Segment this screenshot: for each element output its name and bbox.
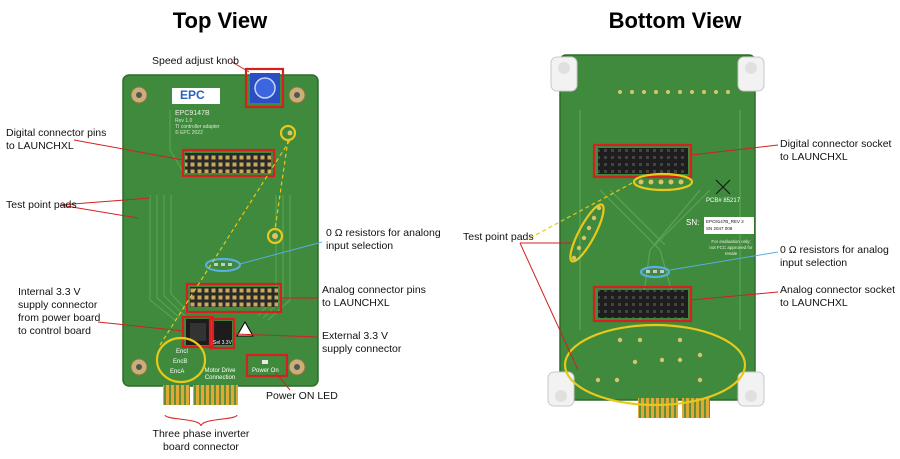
bottom-leaders-red xyxy=(690,144,779,301)
three-phase-label-1: Three phase inverter xyxy=(152,428,250,440)
top-view-title: Top View xyxy=(172,8,268,33)
sticker-line-1: EPC9147B_REV 2 xyxy=(706,219,744,224)
bottom-resistors-ellipse xyxy=(639,265,671,279)
resistors-ellipse xyxy=(204,257,242,273)
analog-pins-label-2: to LAUNCHXL xyxy=(322,297,390,309)
bottom-leaders-red-dashed xyxy=(519,242,579,371)
sticker-line-2: SN 2047 008 xyxy=(706,226,733,231)
test-pads-top-label: Test point pads xyxy=(6,199,77,211)
test-pads-bottom-label: Test point pads xyxy=(463,231,534,243)
bottom-board xyxy=(547,54,765,418)
power-led-box xyxy=(245,353,289,378)
bottom-test-pads-ellipse xyxy=(632,172,694,192)
bottom-diag-pads-ellipse xyxy=(569,203,605,263)
internal-supply-label-4: to control board xyxy=(18,325,91,337)
resistors-bottom-label-2: input selection xyxy=(780,257,848,269)
motor-drive-label: Motor Drive Connection xyxy=(204,368,236,381)
digital-pins-box xyxy=(181,148,276,178)
analog-pins-label-1: Analog connector pins xyxy=(322,284,426,296)
power-led-label: Power ON LED xyxy=(266,390,338,402)
enc-label-i: EncI xyxy=(176,349,189,355)
bottom-area-ellipse xyxy=(563,323,747,407)
bottom-leaders-blue xyxy=(669,251,779,271)
internal-supply-label-1: Internal 3.3 V xyxy=(18,286,81,298)
enc-label-a: EncA xyxy=(170,369,185,375)
pcb-label: PCB# 85217 xyxy=(706,198,741,204)
external-supply-box xyxy=(208,317,236,350)
analog-socket-label-1: Analog connector socket xyxy=(780,284,895,296)
top-leaders-yellow xyxy=(159,139,291,346)
top-logo: EPC xyxy=(180,88,205,102)
top-silk-1: Rev 1.0 xyxy=(175,118,193,124)
resistors-top-label-1: 0 Ω resistors for analong xyxy=(326,227,441,239)
resistors-top-label-2: input selection xyxy=(326,240,394,252)
digital-pins-label-1: Digital connector pins xyxy=(6,127,107,139)
note-line-3: resale xyxy=(724,251,738,256)
analog-socket-label-2: to LAUNCHXL xyxy=(780,297,848,309)
internal-supply-box xyxy=(181,315,215,349)
analog-socket-box xyxy=(592,285,693,323)
top-board xyxy=(122,73,319,405)
top-leaders-red xyxy=(59,61,319,427)
top-part-number: EPC9147B xyxy=(175,110,210,117)
note-line-2: not FCC approved for xyxy=(709,245,753,250)
bottom-leaders-yellow xyxy=(529,181,635,239)
speed-knob-label: Speed adjust knob xyxy=(152,55,239,67)
standoffs xyxy=(547,56,765,407)
internal-supply-label-2: supply connector xyxy=(18,299,98,311)
three-phase-label-2: board connector xyxy=(163,441,239,453)
digital-socket-label-2: to LAUNCHXL xyxy=(780,151,848,163)
digital-pins-label-2: to LAUNCHXL xyxy=(6,140,74,152)
speed-knob-box xyxy=(244,67,285,109)
bottom-view-title: Bottom View xyxy=(608,8,742,33)
resistors-bottom-label-1: 0 Ω resistors for analog xyxy=(780,244,889,256)
sel-label: Sel 3.3V xyxy=(213,340,232,346)
enc-label-b: EncB xyxy=(173,359,188,365)
note-line-1: For evaluation only; xyxy=(711,239,751,244)
internal-supply-label-3: from power board xyxy=(18,312,101,324)
external-supply-label-2: supply connector xyxy=(322,343,402,355)
power-on-silk: Power On xyxy=(252,368,279,374)
top-silk-2: TI controller adapter xyxy=(175,124,220,130)
enc-pads-ellipse xyxy=(155,336,207,384)
top-silk-3: © EPC 2022 xyxy=(175,130,203,136)
bottom-highlights xyxy=(563,143,747,407)
digital-socket-label-1: Digital connector socket xyxy=(780,138,892,150)
top-leaders-blue xyxy=(239,241,323,265)
sn-label: SN: xyxy=(686,218,700,227)
external-supply-label-1: External 3.3 V xyxy=(322,330,388,342)
test-pad-circle-2 xyxy=(266,227,284,245)
